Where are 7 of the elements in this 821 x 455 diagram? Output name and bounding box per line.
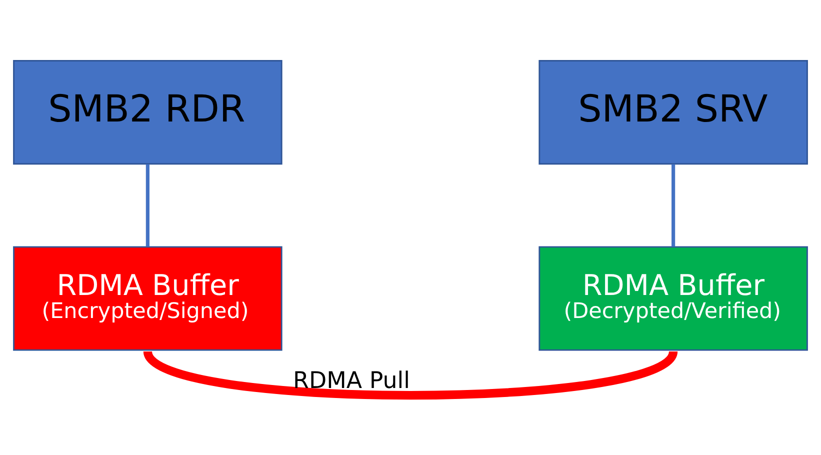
node-box: RDMA Buffer (Decrypted/Verified) [538, 246, 808, 350]
connector [146, 164, 150, 246]
connector [672, 164, 676, 246]
node-box: SMB2 SRV [538, 60, 808, 164]
edge-label: RDMA Pull [293, 367, 410, 394]
node-box: SMB2 RDR [13, 60, 282, 164]
node-box: RDMA Buffer (Encrypted/Signed) [13, 246, 282, 350]
